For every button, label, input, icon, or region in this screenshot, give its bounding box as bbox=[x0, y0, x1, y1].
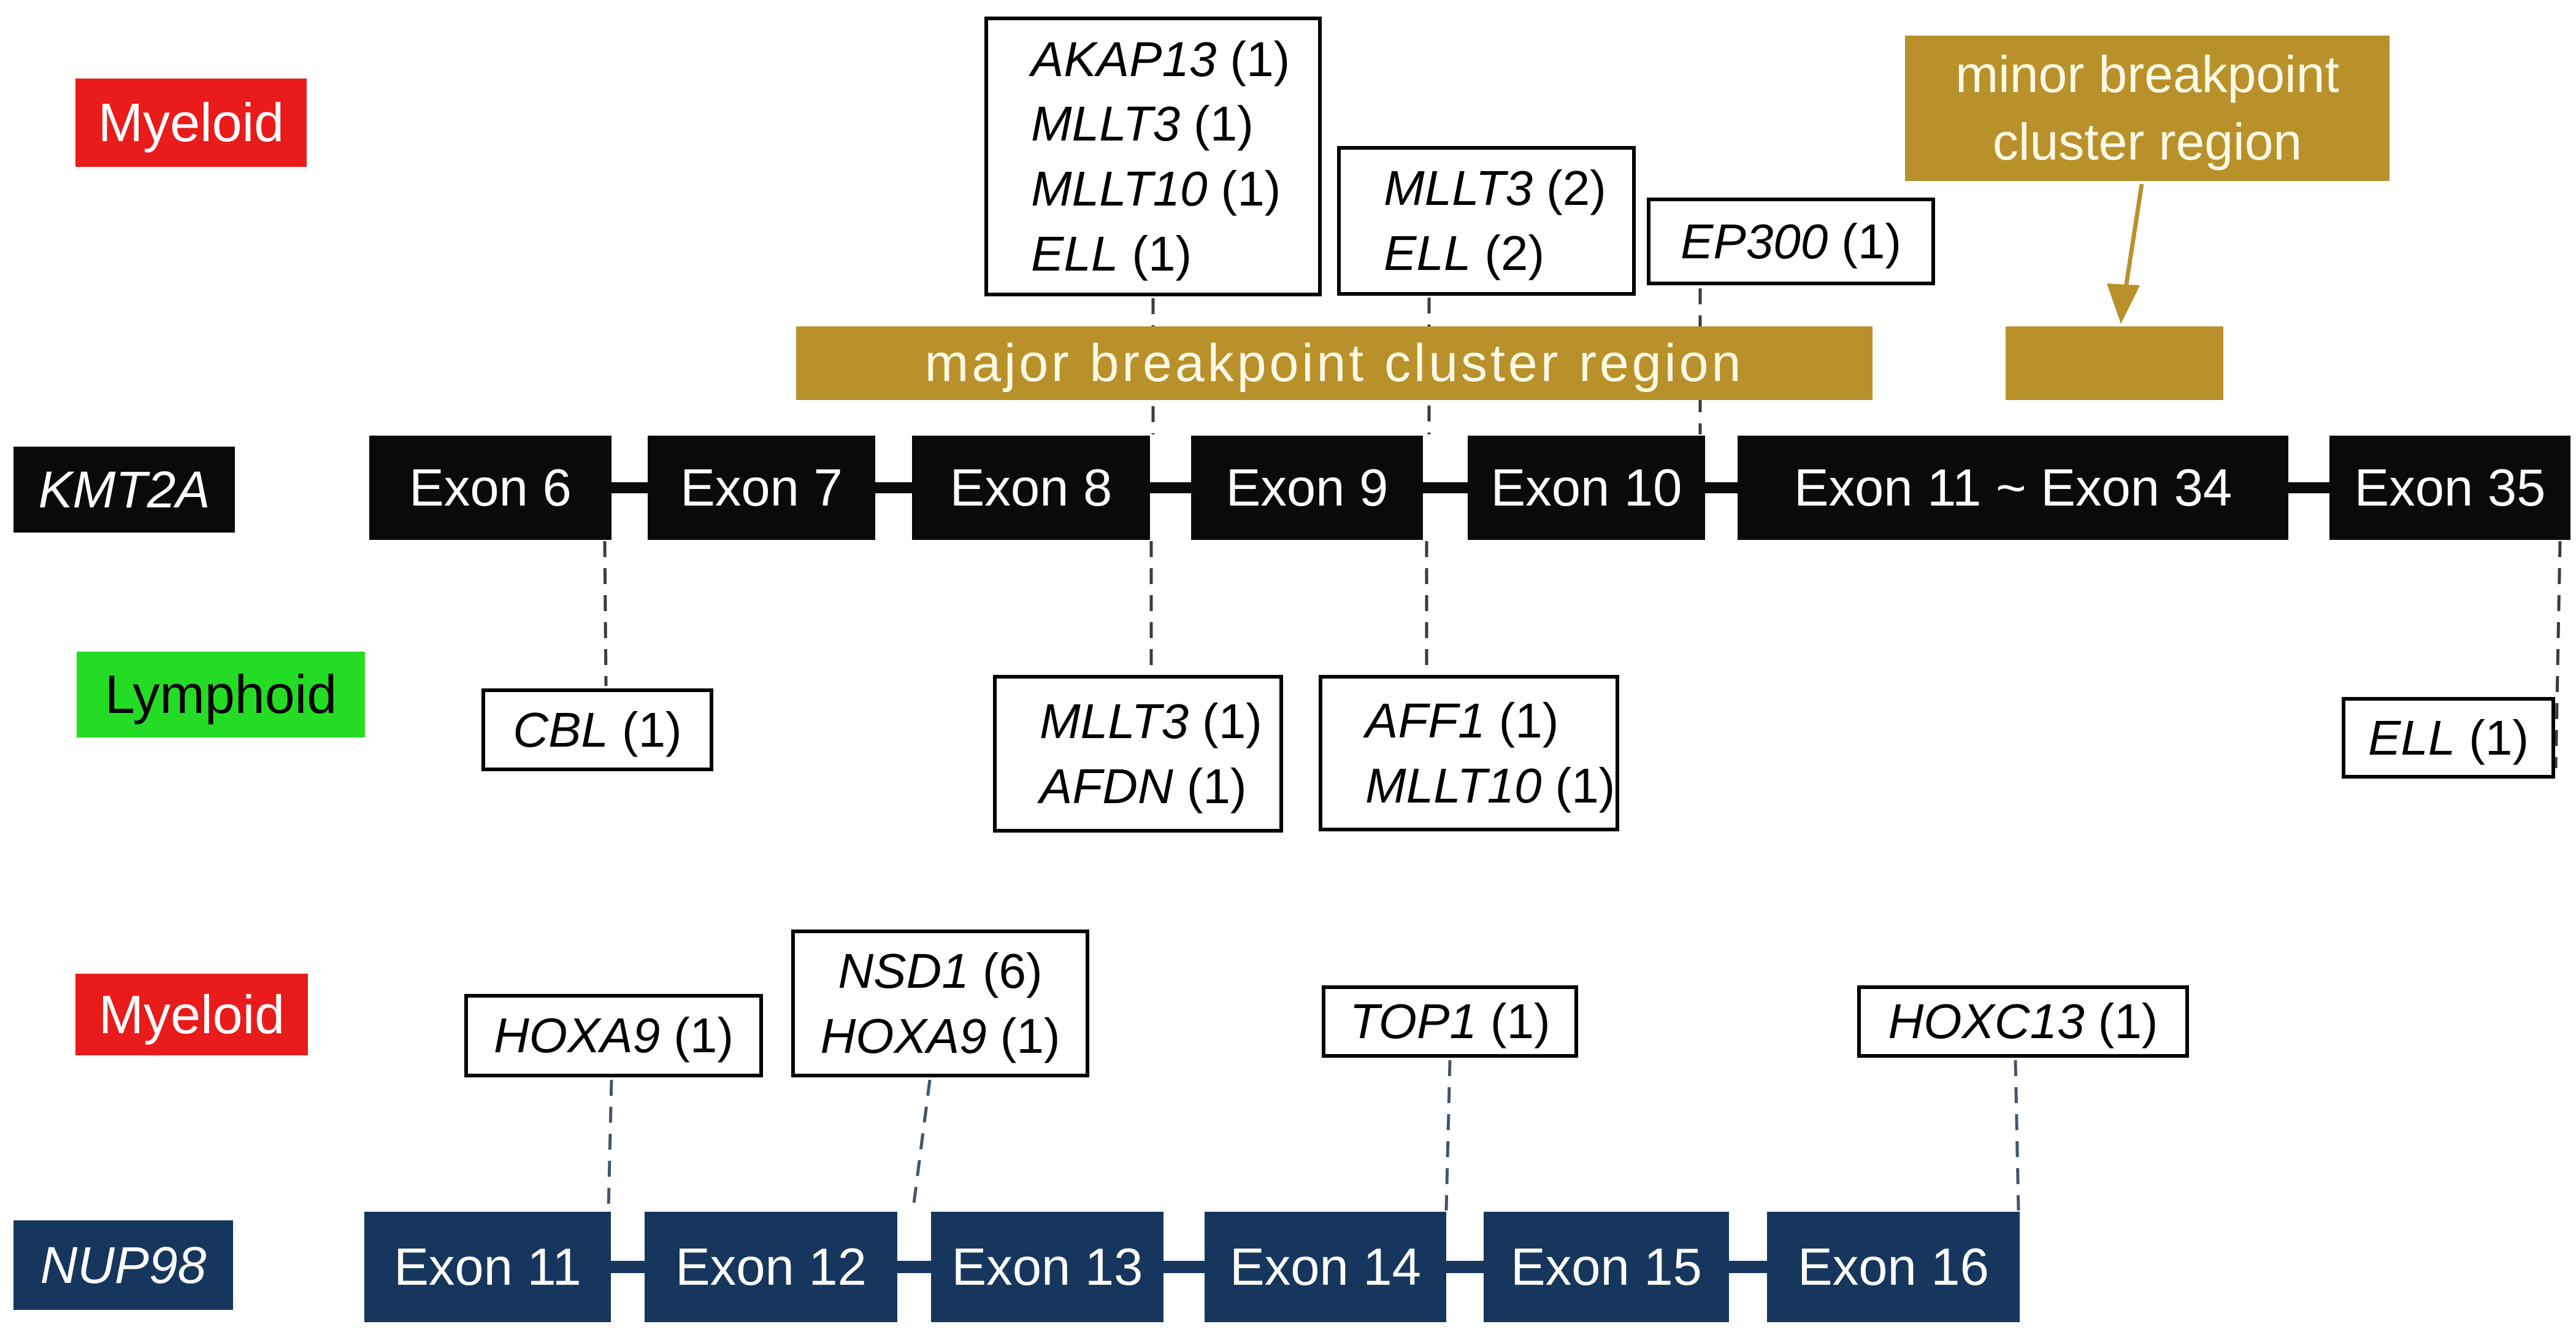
fusion-line: EP300(1) bbox=[1681, 214, 1901, 269]
fusion-line: CBL(1) bbox=[513, 702, 682, 757]
minor-region-line2: cluster region bbox=[1992, 112, 2302, 171]
nup98-intron-connector bbox=[1729, 1261, 1767, 1273]
fusion-box-mllt3-ell-group: MLLT3(2) ELL(2) bbox=[1337, 146, 1636, 296]
myeloid-bottom-label: Myeloid bbox=[75, 974, 308, 1055]
fusion-line: HOXC13(1) bbox=[1888, 994, 2158, 1049]
kmt2a-intron-connector bbox=[2288, 482, 2329, 493]
myeloid-top-label: Myeloid bbox=[75, 79, 307, 167]
kmt2a-exon-11-34: Exon 11 ~ Exon 34 bbox=[1738, 436, 2288, 540]
dash-hoxa9-to-exon11 bbox=[607, 1079, 613, 1211]
kmt2a-exon-9: Exon 9 bbox=[1191, 436, 1423, 540]
nup98-exon-14: Exon 14 bbox=[1205, 1212, 1446, 1322]
fusion-line: ELL(2) bbox=[1384, 226, 1545, 280]
nup98-exon-16: Exon 16 bbox=[1767, 1212, 2020, 1322]
fusion-line: TOP1(1) bbox=[1349, 994, 1551, 1049]
dash-nsd1-to-exon12 bbox=[911, 1079, 932, 1214]
fusion-box-mllt3-afdn-group: MLLT3(1) AFDN(1) bbox=[993, 675, 1283, 833]
fusion-box-nsd1-hoxa9-group: NSD1(6) HOXA9(1) bbox=[791, 930, 1089, 1077]
kmt2a-exon-6: Exon 6 bbox=[369, 436, 611, 540]
kmt2a-intron-connector bbox=[875, 482, 912, 493]
fusion-line: HOXA9(1) bbox=[494, 1008, 734, 1063]
dash-exon35-to-ell bbox=[2554, 541, 2562, 769]
nup98-exon-15: Exon 15 bbox=[1484, 1212, 1729, 1322]
kmt2a-intron-connector bbox=[1423, 482, 1468, 493]
fusion-line: ELL(1) bbox=[2367, 710, 2529, 765]
fusion-line: HOXA9(1) bbox=[820, 1008, 1060, 1063]
minor-region-line1: minor breakpoint bbox=[1955, 45, 2339, 104]
nup98-gene-label: NUP98 bbox=[13, 1220, 233, 1310]
minor-region-arrowhead-icon bbox=[2107, 283, 2140, 324]
fusion-line: MLLT3(2) bbox=[1384, 161, 1606, 216]
kmt2a-gene-label: KMT2A bbox=[13, 447, 235, 533]
fusion-line: AKAP13(1) bbox=[1031, 31, 1290, 87]
nup98-intron-connector bbox=[611, 1261, 645, 1273]
fusion-box-aff1-mllt10-group: AFF1(1) MLLT10(1) bbox=[1319, 675, 1619, 831]
fusion-line: MLLT3(1) bbox=[1031, 96, 1254, 152]
kmt2a-exon-35: Exon 35 bbox=[2329, 436, 2570, 540]
lymphoid-label: Lymphoid bbox=[77, 652, 365, 737]
kmt2a-exon-8: Exon 8 bbox=[912, 436, 1150, 540]
fusion-line: AFF1(1) bbox=[1365, 693, 1559, 748]
dash-top1-to-exon14 bbox=[1444, 1060, 1452, 1211]
fusion-box-cbl: CBL(1) bbox=[481, 688, 713, 771]
fusion-line: MLLT10(1) bbox=[1365, 758, 1616, 813]
fusion-box-ell-lymphoid: ELL(1) bbox=[2342, 697, 2555, 779]
minor-breakpoint-region-bar bbox=[2006, 326, 2223, 400]
kmt2a-exon-10: Exon 10 bbox=[1468, 436, 1705, 540]
nup98-intron-connector bbox=[1163, 1261, 1205, 1273]
fusion-box-akap13-group: AKAP13(1) MLLT3(1) MLLT10(1) ELL(1) bbox=[984, 17, 1322, 296]
nup98-exon-12: Exon 12 bbox=[645, 1212, 897, 1322]
fusion-line: MLLT10(1) bbox=[1031, 161, 1281, 216]
fusion-box-ep300: EP300(1) bbox=[1647, 198, 1935, 285]
nup98-intron-connector bbox=[897, 1261, 931, 1273]
fusion-box-hoxc13: HOXC13(1) bbox=[1857, 985, 2189, 1058]
kmt2a-intron-connector bbox=[611, 482, 648, 493]
fusion-box-hoxa9: HOXA9(1) bbox=[464, 994, 763, 1077]
fusion-line: NSD1(6) bbox=[838, 943, 1043, 998]
kmt2a-exon-7: Exon 7 bbox=[648, 436, 875, 540]
fusion-line: MLLT3(1) bbox=[1040, 693, 1262, 749]
fusion-box-top1: TOP1(1) bbox=[1322, 985, 1578, 1058]
dash-hoxc13-to-exon16 bbox=[2014, 1060, 2020, 1211]
dash-exon6-to-cbl bbox=[603, 541, 608, 687]
fusion-line: ELL(1) bbox=[1031, 226, 1192, 281]
kmt2a-intron-connector bbox=[1705, 482, 1738, 493]
nup98-exon-13: Exon 13 bbox=[931, 1212, 1163, 1322]
major-breakpoint-region-bar: major breakpoint cluster region bbox=[796, 326, 1873, 400]
minor-region-arrow-line bbox=[2122, 183, 2144, 296]
kmt2a-intron-connector bbox=[1150, 482, 1191, 493]
nup98-intron-connector bbox=[1446, 1261, 1484, 1273]
fusion-line: AFDN(1) bbox=[1040, 758, 1247, 814]
nup98-exon-11: Exon 11 bbox=[364, 1212, 611, 1322]
minor-breakpoint-region-label: minor breakpoint cluster region bbox=[1905, 36, 2390, 181]
